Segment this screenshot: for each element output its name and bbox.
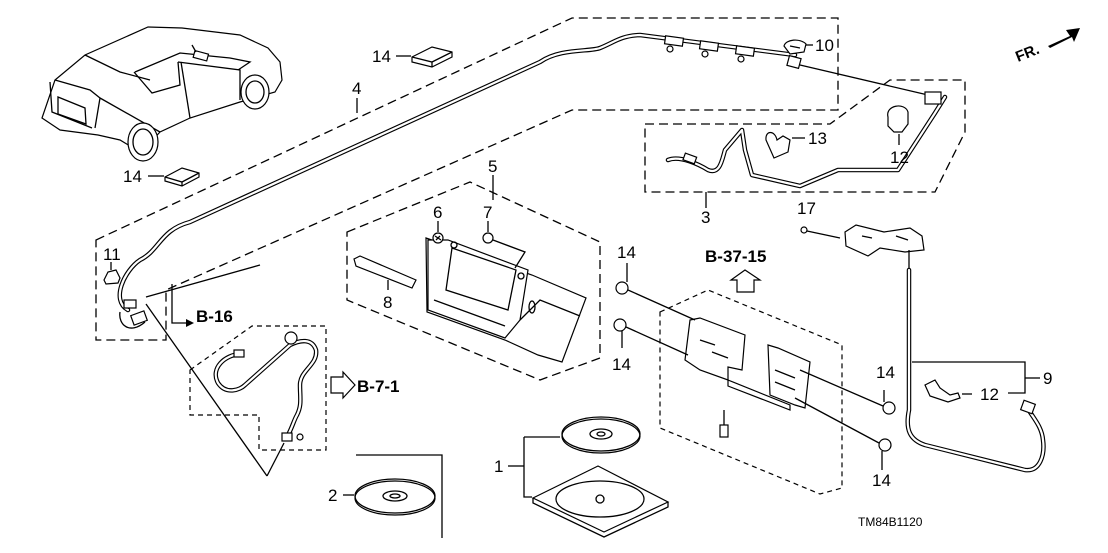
ref-b3715[interactable]: B-37-15 xyxy=(705,247,766,293)
ref-b16-label[interactable]: B-16 xyxy=(196,307,233,326)
bracket-assembly xyxy=(659,289,843,495)
ref-b71-label[interactable]: B-7-1 xyxy=(357,377,400,396)
ref-b16[interactable]: B-16 xyxy=(171,284,233,327)
callout-12b: 12 xyxy=(980,385,999,404)
part-3-gps-antenna: 3 13 12 xyxy=(644,79,966,227)
callout-14b: 14 xyxy=(612,355,631,374)
callout-14a: 14 xyxy=(617,243,636,262)
callout-6: 6 xyxy=(433,203,442,222)
callout-14c: 14 xyxy=(876,363,895,382)
part-1-disc-set: 1 xyxy=(494,416,670,538)
callout-9: 9 xyxy=(1043,369,1052,388)
callout-1: 1 xyxy=(494,457,503,476)
part-16-pad: 14 xyxy=(372,46,453,68)
callout-15: 14 xyxy=(123,167,142,186)
front-direction-indicator: FR. xyxy=(1013,28,1080,66)
bolt-14b: 14 xyxy=(612,318,689,374)
callout-13: 13 xyxy=(808,129,827,148)
callout-4: 4 xyxy=(352,79,361,98)
callout-10: 10 xyxy=(815,36,834,55)
diagram-code: TM84B1120 xyxy=(858,515,923,529)
callout-17: 17 xyxy=(797,199,816,218)
front-label: FR. xyxy=(1013,41,1042,66)
callout-12a: 12 xyxy=(890,148,909,167)
vehicle-illustration xyxy=(41,26,283,162)
bolt-14d: 14 xyxy=(794,397,892,490)
part-5-navigation-unit: 5 6 7 8 xyxy=(346,157,601,381)
part-15-pad: 14 xyxy=(123,167,200,187)
part-11-clip: 11 xyxy=(103,245,121,285)
part-9-antenna: 17 9 12 xyxy=(797,199,1052,473)
ref-b3715-label[interactable]: B-37-15 xyxy=(705,247,766,266)
callout-5: 5 xyxy=(488,157,497,176)
harness-subassembly xyxy=(145,303,327,477)
callout-11: 11 xyxy=(103,245,121,264)
callout-7: 7 xyxy=(483,203,492,222)
part-10-clip: 10 xyxy=(783,36,834,55)
callout-3: 3 xyxy=(701,208,710,227)
bolt-14c: 14 xyxy=(799,363,896,415)
callout-2: 2 xyxy=(328,486,337,505)
part-2-disc: 2 xyxy=(328,454,443,538)
part-4-group: 4 xyxy=(95,17,929,341)
ref-b71[interactable]: B-7-1 xyxy=(330,370,400,400)
bolt-14a: 14 xyxy=(615,243,696,321)
callout-8: 8 xyxy=(383,293,392,312)
callout-14d: 14 xyxy=(872,471,891,490)
callout-16: 14 xyxy=(372,47,391,66)
